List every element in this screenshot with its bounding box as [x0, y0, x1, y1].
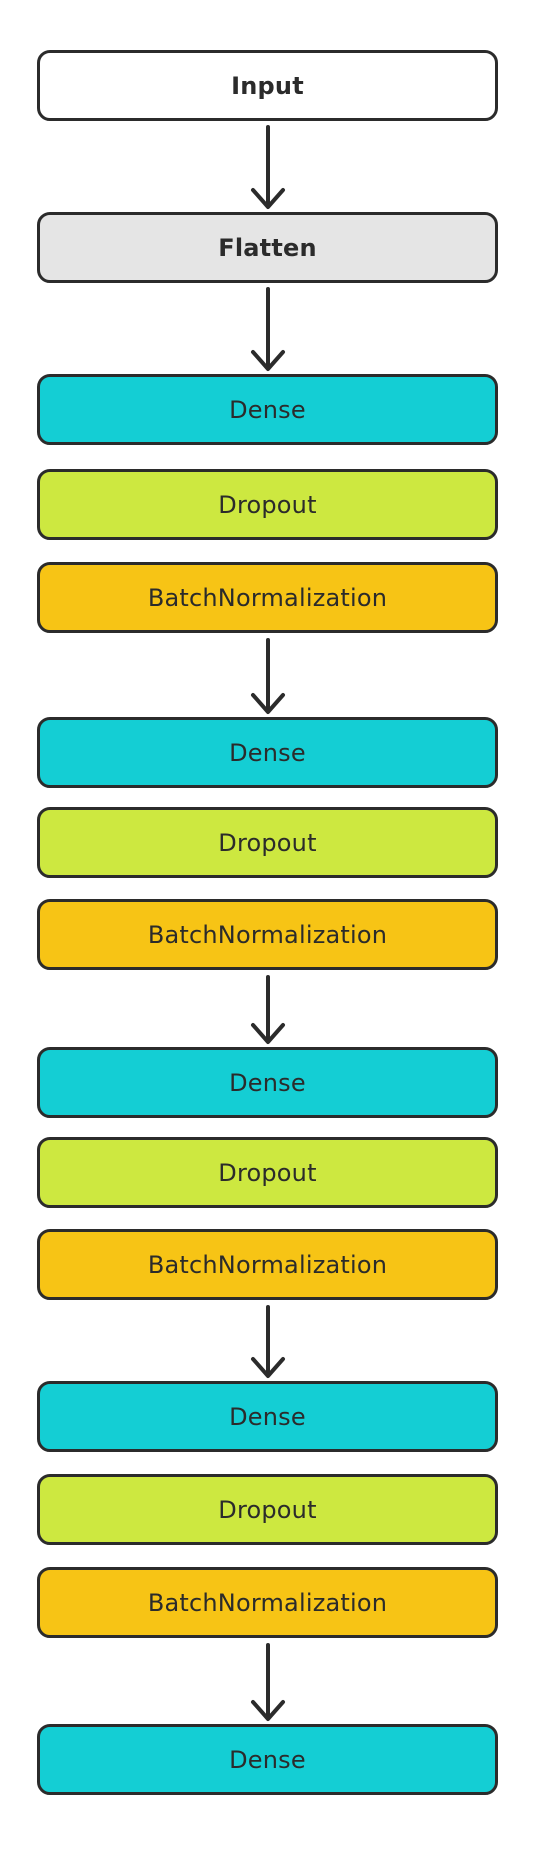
layer-dense: Dense	[37, 1724, 498, 1795]
layer-input: Input	[37, 50, 498, 121]
layer-dropout: Dropout	[37, 1137, 498, 1208]
arrow-down-icon	[251, 287, 285, 371]
layer-dropout: Dropout	[37, 1474, 498, 1545]
layer-dense: Dense	[37, 374, 498, 445]
layer-dense: Dense	[37, 1047, 498, 1118]
layer-batchnormalization: BatchNormalization	[37, 562, 498, 633]
layer-flatten: Flatten	[37, 212, 498, 283]
layer-dense: Dense	[37, 717, 498, 788]
layer-batchnormalization: BatchNormalization	[37, 1229, 498, 1300]
arrow-down-icon	[251, 975, 285, 1044]
layer-batchnormalization: BatchNormalization	[37, 899, 498, 970]
layer-dropout: Dropout	[37, 469, 498, 540]
arrow-down-icon	[251, 1643, 285, 1721]
layer-dropout: Dropout	[37, 807, 498, 878]
arrow-down-icon	[251, 125, 285, 209]
layer-dense: Dense	[37, 1381, 498, 1452]
arrow-down-icon	[251, 638, 285, 714]
arrow-down-icon	[251, 1305, 285, 1378]
layer-batchnormalization: BatchNormalization	[37, 1567, 498, 1638]
